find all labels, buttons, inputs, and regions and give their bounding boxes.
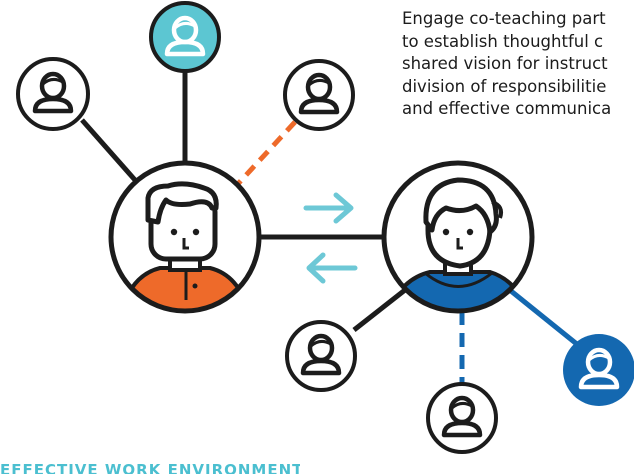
user-icon-teal-top: [149, 1, 221, 73]
connector-lines: [80, 60, 580, 385]
link-left-topright-dashed: [234, 120, 297, 188]
teacher-man-orange-shirt-icon: [108, 160, 262, 314]
user-icon-left: [16, 57, 90, 131]
user-icon-bottom-left: [285, 320, 357, 392]
user-icon-top-right: [283, 59, 355, 131]
link-right-bottomleft: [352, 288, 407, 332]
user-icon-blue-bottom-right: [563, 334, 634, 406]
description-line-3: shared vision for instruct: [402, 54, 608, 73]
arrow-left-icon: [306, 252, 358, 284]
teacher-woman-blue-shirt-icon: [381, 160, 535, 314]
link-left-topleft: [80, 118, 137, 182]
description-line-1: Engage co-teaching part: [402, 9, 606, 28]
footer-heading-text: EFFECTIVE WORK ENVIRONMENT: [0, 461, 300, 474]
description-line-5: and effective communica: [402, 99, 612, 118]
description-text: Engage co-teaching part to establish tho…: [402, 8, 634, 121]
footer-heading: EFFECTIVE WORK ENVIRONMENT: [0, 461, 300, 474]
description-line-2: to establish thoughtful c: [402, 31, 604, 51]
description-line-4: division of responsibilitie: [402, 76, 607, 96]
user-icon-bottom: [426, 382, 498, 454]
arrow-right-icon: [303, 192, 354, 224]
link-right-bottomright: [509, 289, 580, 347]
